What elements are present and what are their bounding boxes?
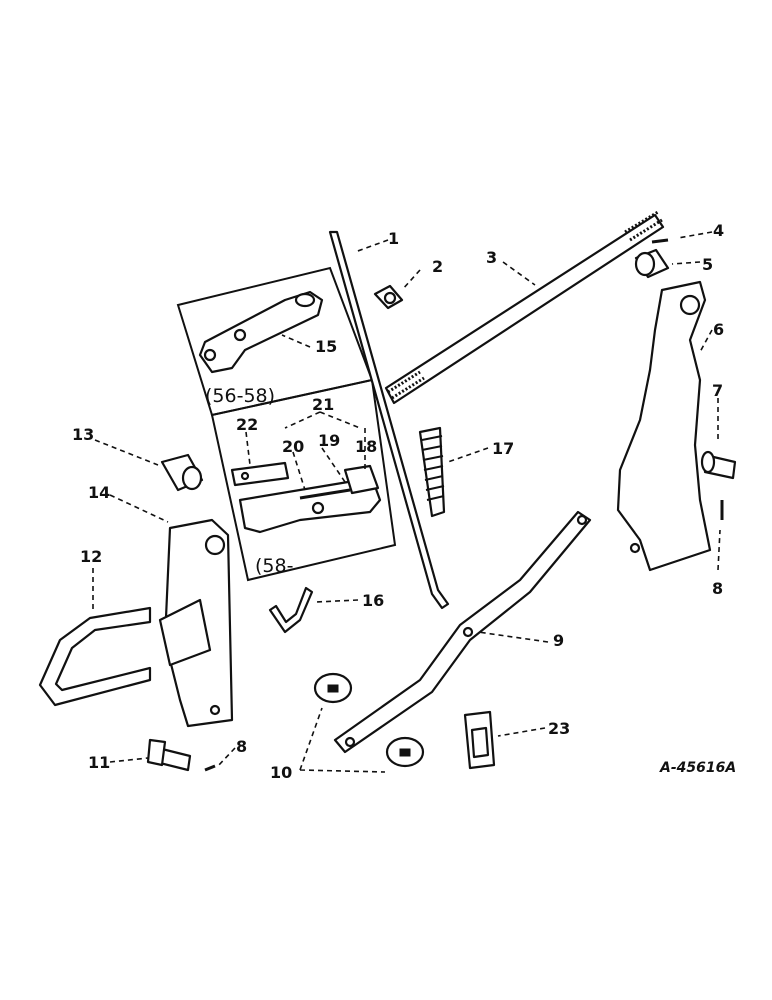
part-8-pin-left xyxy=(204,764,216,772)
callout-2: 2 xyxy=(432,257,443,276)
part-4-pin xyxy=(651,238,669,244)
callout-23: 23 xyxy=(548,719,570,738)
callout-22: 22 xyxy=(236,415,258,434)
part-3-threaded-rod xyxy=(384,210,665,405)
part-10-washers xyxy=(313,672,425,768)
part-12-u-bolt xyxy=(38,606,152,707)
callout-8-right: 8 xyxy=(712,579,723,598)
callout-15: 15 xyxy=(315,337,337,356)
part-17-spring xyxy=(418,426,446,518)
part-5-bushing xyxy=(634,248,670,279)
part-14-bracket xyxy=(158,518,234,728)
inset-upper-label: (56-58) xyxy=(205,385,275,407)
callout-13: 13 xyxy=(72,425,94,444)
callout-16: 16 xyxy=(362,591,384,610)
callout-4: 4 xyxy=(713,221,724,240)
part-15-bracket xyxy=(198,290,324,374)
callout-6: 6 xyxy=(713,320,724,339)
callout-3: 3 xyxy=(486,248,497,267)
callout-11: 11 xyxy=(88,753,110,772)
part-6-bracket xyxy=(616,280,712,572)
inset-lower-label: (58- xyxy=(255,555,293,577)
part-2-clamp xyxy=(373,284,404,310)
part-22-plate xyxy=(230,461,290,487)
part-1-rod xyxy=(328,230,450,610)
callout-9: 9 xyxy=(553,631,564,650)
callout-12: 12 xyxy=(80,547,102,566)
callout-18: 18 xyxy=(355,437,377,456)
callout-labels: 1 2 3 4 5 6 7 8 8 9 10 11 12 13 14 15 16… xyxy=(72,221,724,782)
drawing-code: A-45616A xyxy=(659,760,736,776)
part-23-plate xyxy=(463,710,496,770)
callout-7: 7 xyxy=(712,381,723,400)
callout-17: 17 xyxy=(492,439,514,458)
callout-20: 20 xyxy=(282,437,304,456)
callout-8-left: 8 xyxy=(236,737,247,756)
part-18-20-latch xyxy=(238,464,382,534)
part-7-bolt xyxy=(700,450,737,480)
part-9-bar xyxy=(333,510,592,754)
callout-10: 10 xyxy=(270,763,292,782)
leader-lines xyxy=(92,231,721,773)
callout-5: 5 xyxy=(702,255,713,274)
part-13-bushing xyxy=(160,453,204,492)
callout-1: 1 xyxy=(388,229,399,248)
callout-21: 21 xyxy=(312,395,334,414)
callout-19: 19 xyxy=(318,431,340,450)
part-16-clip xyxy=(268,586,314,634)
callout-14: 14 xyxy=(88,483,110,502)
part-11-bolt xyxy=(146,738,192,772)
